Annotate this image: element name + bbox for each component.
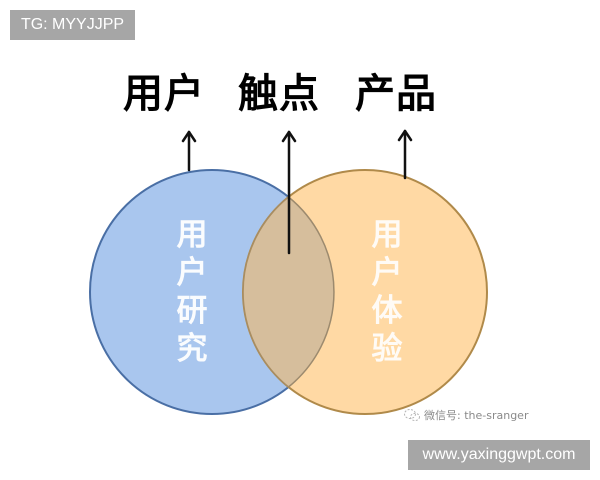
wechat-watermark: 微信号: the-sranger [404,407,528,423]
arrow-up-icon [181,130,197,172]
title-touchpoint: 触点 [238,71,320,117]
top-left-badge: TG: MYYJJPP [10,10,135,40]
title-product: 产品 [355,71,437,117]
user-research-label: 用户研究 [176,217,208,367]
right-circle-inner-arc [242,196,289,388]
bottom-right-badge: www.yaxinggwpt.com [408,440,590,470]
title-user: 用户 [123,71,205,117]
arrow-up-icon [281,130,297,255]
wechat-icon [404,409,420,422]
watermark-text: 微信号: the-sranger [424,409,529,422]
badge-text: www.yaxinggwpt.com [422,446,576,463]
overlap-region [243,170,334,414]
badge-text: TG: MYYJJPP [20,16,125,33]
arrow-up-icon [397,129,413,180]
left-circle-inner-arc [288,196,335,388]
user-experience-label: 用户体验 [371,217,403,367]
